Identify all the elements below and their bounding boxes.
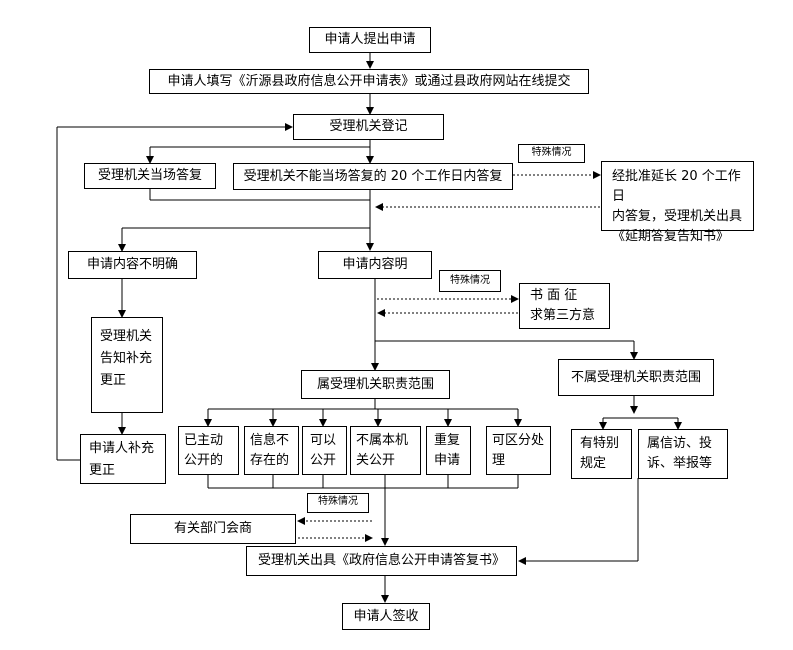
node-reply-20-days: 受理机关不能当场答复的 20 个工作日内答复 [233, 163, 513, 190]
node-apply: 申请人提出申请 [309, 27, 431, 53]
node-out-scope: 不属受理机关职责范围 [558, 359, 714, 396]
node-published: 已主动 公开的 [178, 426, 239, 475]
node-not-public: 不属本机 关公开 [350, 426, 421, 475]
node-partial: 可区分处 理 [486, 426, 551, 475]
node-in-scope: 属受理机关职责范围 [301, 370, 450, 399]
note-special-case: 特殊情况 [518, 144, 585, 163]
node-can-publish: 可以 公开 [302, 426, 347, 475]
node-register: 受理机关登记 [293, 114, 444, 140]
node-consult-depts: 有关部门会商 [130, 514, 296, 544]
node-fill-form: 申请人填写《沂源县政府信息公开申请表》或通过县政府网站在线提交 [149, 69, 589, 94]
node-clear: 申请内容明 [318, 251, 432, 279]
node-notify-supplement: 受理机关 告知补充 更正 [91, 317, 163, 413]
node-issue-reply: 受理机关出具《政府信息公开申请答复书》 [246, 546, 517, 576]
node-unclear: 申请内容不明确 [68, 251, 197, 279]
note-special-case: 特殊情况 [307, 493, 369, 513]
node-duplicate: 重复 申请 [426, 426, 471, 475]
note-special-case: 特殊情况 [439, 270, 501, 292]
node-extension: 经批准延长 20 个工作日 内答复，受理机关出具 《延期答复告知书》 [601, 161, 754, 244]
node-special-rules: 有特别 规定 [571, 429, 632, 479]
node-not-exist: 信息不 存在的 [244, 426, 299, 475]
node-applicant-supplement: 申请人补充 更正 [80, 434, 166, 484]
node-petitions: 属信访、投 诉、举报等 [638, 429, 728, 479]
node-third-party: 书 面 征 求第三方意 [519, 283, 610, 329]
node-reply-on-spot: 受理机关当场答复 [84, 163, 216, 189]
node-sign-receipt: 申请人签收 [342, 603, 430, 630]
